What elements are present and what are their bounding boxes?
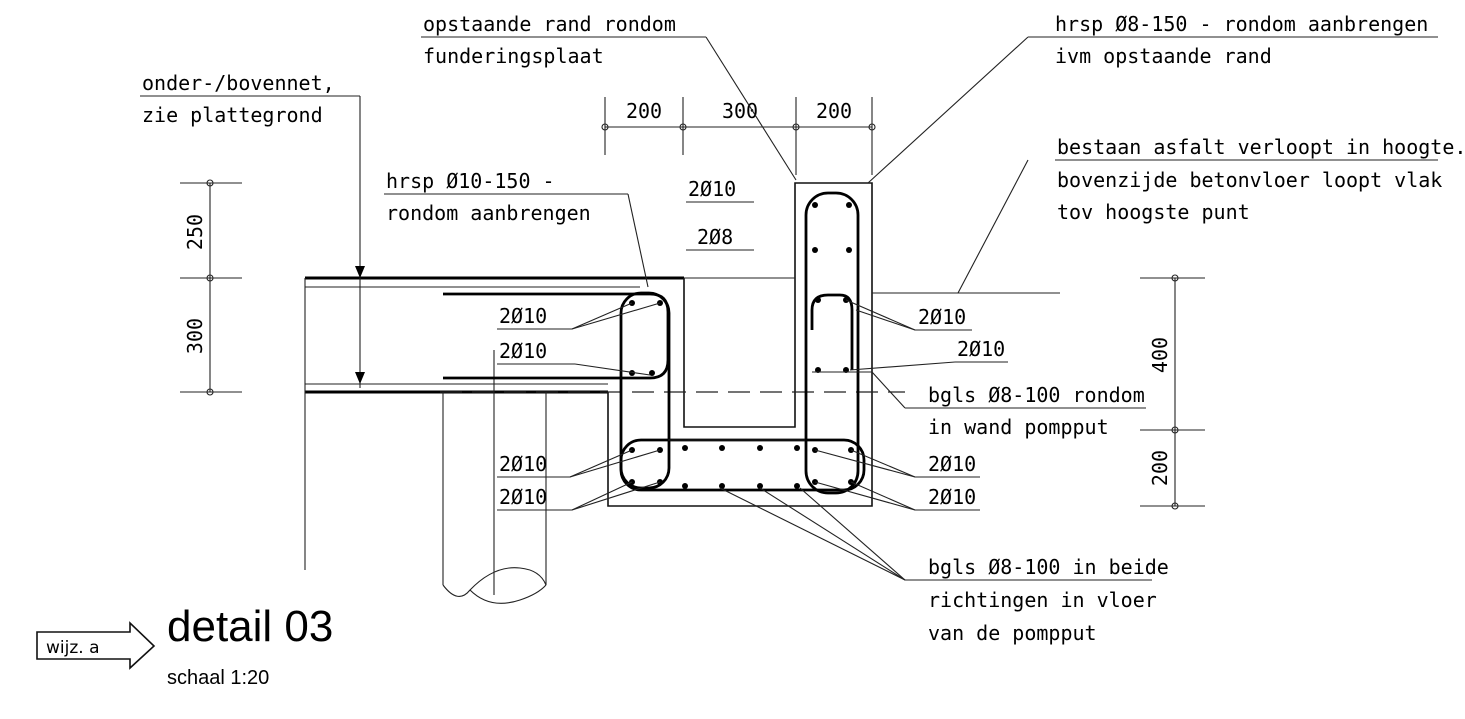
detail-title: detail 03: [167, 602, 333, 651]
label-bgls-floor-1: bgls Ø8-100 in beide: [928, 555, 1169, 579]
label-raised-edge-2: funderingsplaat: [423, 44, 604, 68]
dim-left-1: 250: [183, 214, 207, 250]
label-bar-right-1: 2Ø10: [918, 305, 966, 329]
label-bar-right-3: 2Ø10: [928, 452, 976, 476]
label-asphalt-1: bestaan asfalt verloopt in hoogte.: [1057, 135, 1465, 159]
dim-right-1: 400: [1148, 337, 1172, 373]
title-block: wijz. a detail 03 schaal 1:20: [36, 602, 333, 689]
right-wall-stirrup: [804, 191, 860, 495]
leader-lines: [140, 36, 1438, 581]
right-inner-hook: [810, 293, 854, 370]
pile-break-symbol-lower: [469, 584, 547, 604]
revision-tag: wijz. a: [46, 638, 100, 658]
label-raised-edge-1: opstaande rand rondom: [423, 12, 676, 36]
dim-top-1: 200: [626, 99, 662, 123]
label-net-1: onder-/bovennet,: [142, 71, 335, 95]
label-bar-right-2: 2Ø10: [957, 337, 1005, 361]
label-hrsp10-1: hrsp Ø10-150 -: [386, 169, 555, 193]
label-bar-left-2: 2Ø10: [499, 339, 547, 363]
label-net-2: zie plattegrond: [142, 103, 323, 127]
right-dimension: 400 200: [1140, 274, 1205, 510]
label-hrsp10-2: rondom aanbrengen: [386, 201, 591, 225]
revision-arrow: [36, 621, 156, 670]
rebar-dots: [629, 202, 854, 489]
label-bar-top-2: 2Ø8: [697, 225, 733, 249]
label-bgls-wall-2: in wand pompput: [928, 415, 1109, 439]
label-bgls-wall-1: bgls Ø8-100 rondom: [928, 383, 1145, 407]
dim-left-2: 300: [183, 318, 207, 354]
dim-right-2: 200: [1148, 450, 1172, 486]
slab-hook-bar: [649, 292, 670, 380]
label-hrsp8-2: ivm opstaande rand: [1055, 44, 1272, 68]
label-hrsp8-1: hrsp Ø8-150 - rondom aanbrengen: [1055, 12, 1428, 36]
label-bgls-floor-3: van de pompput: [928, 621, 1097, 645]
label-bar-left-1: 2Ø10: [499, 304, 547, 328]
label-bar-left-3: 2Ø10: [499, 452, 547, 476]
concrete-outline: [304, 182, 1060, 604]
label-bgls-floor-2: richtingen in vloer: [928, 588, 1157, 612]
reinforcement: [443, 191, 866, 495]
detail-scale: schaal 1:20: [167, 667, 269, 689]
left-wall-stirrup: [619, 291, 671, 490]
left-dimension: 250 300: [180, 179, 242, 396]
label-underlines: [499, 328, 1146, 409]
label-bar-right-4: 2Ø10: [928, 485, 976, 509]
label-asphalt-3: tov hoogste punt: [1057, 200, 1250, 224]
label-asphalt-2: bovenzijde betonvloer loopt vlak: [1057, 168, 1442, 192]
pump-pit-outline: [607, 182, 873, 507]
annotation-labels: opstaande rand rondom funderingsplaat hr…: [142, 12, 1465, 645]
label-bar-top-1: 2Ø10: [688, 177, 736, 201]
dim-top-3: 200: [816, 99, 852, 123]
top-dimension: 200 300 200: [601, 97, 876, 175]
label-bar-left-4: 2Ø10: [499, 485, 547, 509]
